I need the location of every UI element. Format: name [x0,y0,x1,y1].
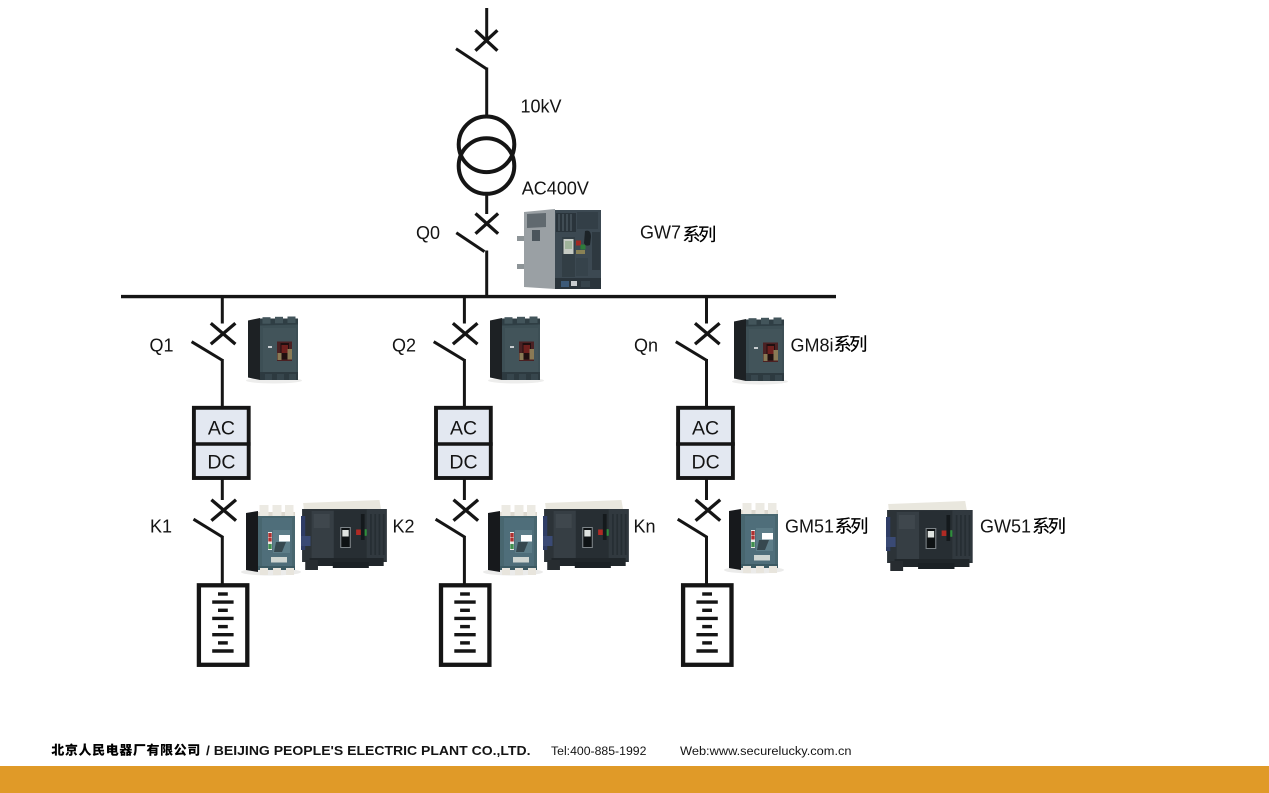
svg-text:/ BEIJING PEOPLE'S ELECTRIC PL: / BEIJING PEOPLE'S ELECTRIC PLANT CO.,LT… [206,743,531,758]
svg-text:DC: DC [692,452,720,474]
svg-text:Kn: Kn [634,517,656,537]
svg-text:Q2: Q2 [392,335,416,355]
svg-text:Q1: Q1 [150,335,174,355]
svg-text:GM8i: GM8i [791,335,834,355]
svg-text:AC400V: AC400V [522,179,589,199]
svg-text:Web:www.securelucky.com.cn: Web:www.securelucky.com.cn [680,744,852,758]
svg-text:DC: DC [449,452,477,474]
svg-text:10kV: 10kV [521,97,562,117]
svg-text:K2: K2 [393,517,415,537]
svg-text:Tel:400-885-1992: Tel:400-885-1992 [551,744,647,758]
svg-text:K1: K1 [150,517,172,537]
svg-text:Q0: Q0 [416,223,440,243]
svg-text:AC: AC [208,417,235,439]
svg-text:GW51: GW51 [980,517,1031,537]
svg-text:GM51: GM51 [785,517,834,537]
svg-text:AC: AC [450,417,477,439]
svg-text:AC: AC [692,417,719,439]
svg-text:GW7: GW7 [640,223,681,243]
svg-text:DC: DC [207,452,235,474]
svg-text:Qn: Qn [634,335,658,355]
